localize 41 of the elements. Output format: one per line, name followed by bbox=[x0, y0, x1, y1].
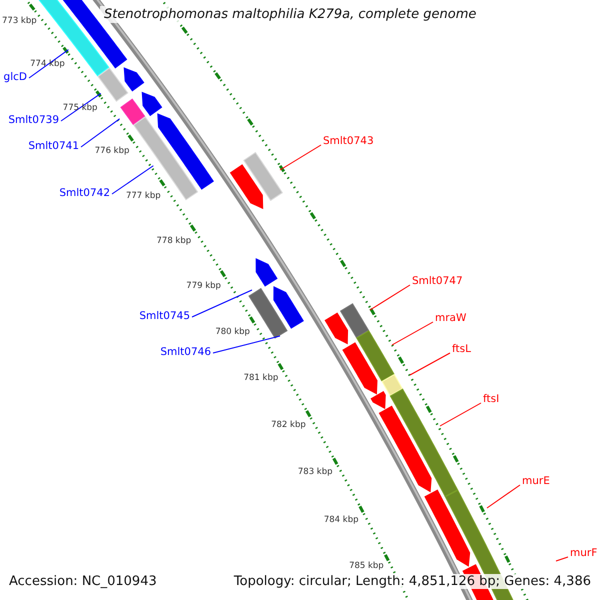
leader-line bbox=[410, 352, 450, 376]
gene-label: murE bbox=[522, 475, 550, 487]
leader-line bbox=[370, 284, 410, 310]
gene-label: Smlt0741 bbox=[28, 140, 79, 152]
gene-label: Smlt0739 bbox=[8, 114, 59, 126]
tick-label: 775 kbp bbox=[62, 102, 98, 113]
tick-label: 785 kbp bbox=[349, 561, 384, 571]
leader-line bbox=[392, 322, 434, 346]
gene-label: ftsI bbox=[483, 393, 500, 405]
leader-line bbox=[60, 92, 102, 122]
gene-label: murF bbox=[570, 547, 598, 559]
tick-label: 781 kbp bbox=[244, 373, 278, 384]
tick-label: 776 kbp bbox=[94, 146, 130, 156]
leader-line bbox=[28, 49, 69, 78]
tick-label: 777 kbp bbox=[126, 190, 161, 201]
genome-stats-text: Topology: circular; Length: 4,851,126 bp; Genes: 4,386 bbox=[234, 574, 591, 589]
tick-label: 779 kbp bbox=[186, 281, 221, 292]
tick-label: 778 kbp bbox=[156, 236, 192, 246]
tick-label: 780 kbp bbox=[215, 327, 250, 338]
tick-label: 774 kbp bbox=[30, 59, 65, 70]
leader-line bbox=[440, 402, 482, 426]
accession-text: Accession: NC_010943 bbox=[9, 574, 157, 589]
tick-label: 783 kbp bbox=[298, 467, 333, 478]
leader-line bbox=[486, 484, 520, 508]
gene-label: ftsL bbox=[452, 343, 471, 355]
gene-label: Smlt0745 bbox=[139, 310, 190, 322]
gene-label: Smlt0746 bbox=[160, 346, 211, 358]
gene-label: Smlt0743 bbox=[323, 135, 374, 147]
leader-line bbox=[112, 165, 154, 194]
leader-line bbox=[556, 556, 568, 562]
leader-line bbox=[212, 336, 280, 354]
tick-label: 773 kbp bbox=[2, 16, 37, 26]
gene-label: mraW bbox=[435, 312, 466, 324]
gene-label: Smlt0742 bbox=[59, 187, 110, 199]
leader-line bbox=[280, 144, 322, 170]
gene-label: Smlt0747 bbox=[412, 275, 463, 287]
leader-line bbox=[192, 290, 252, 318]
tick-label: 782 kbp bbox=[271, 420, 306, 430]
gene-label: glcD bbox=[4, 71, 27, 83]
tick-label: 784 kbp bbox=[324, 515, 358, 526]
leader-line bbox=[80, 118, 120, 148]
